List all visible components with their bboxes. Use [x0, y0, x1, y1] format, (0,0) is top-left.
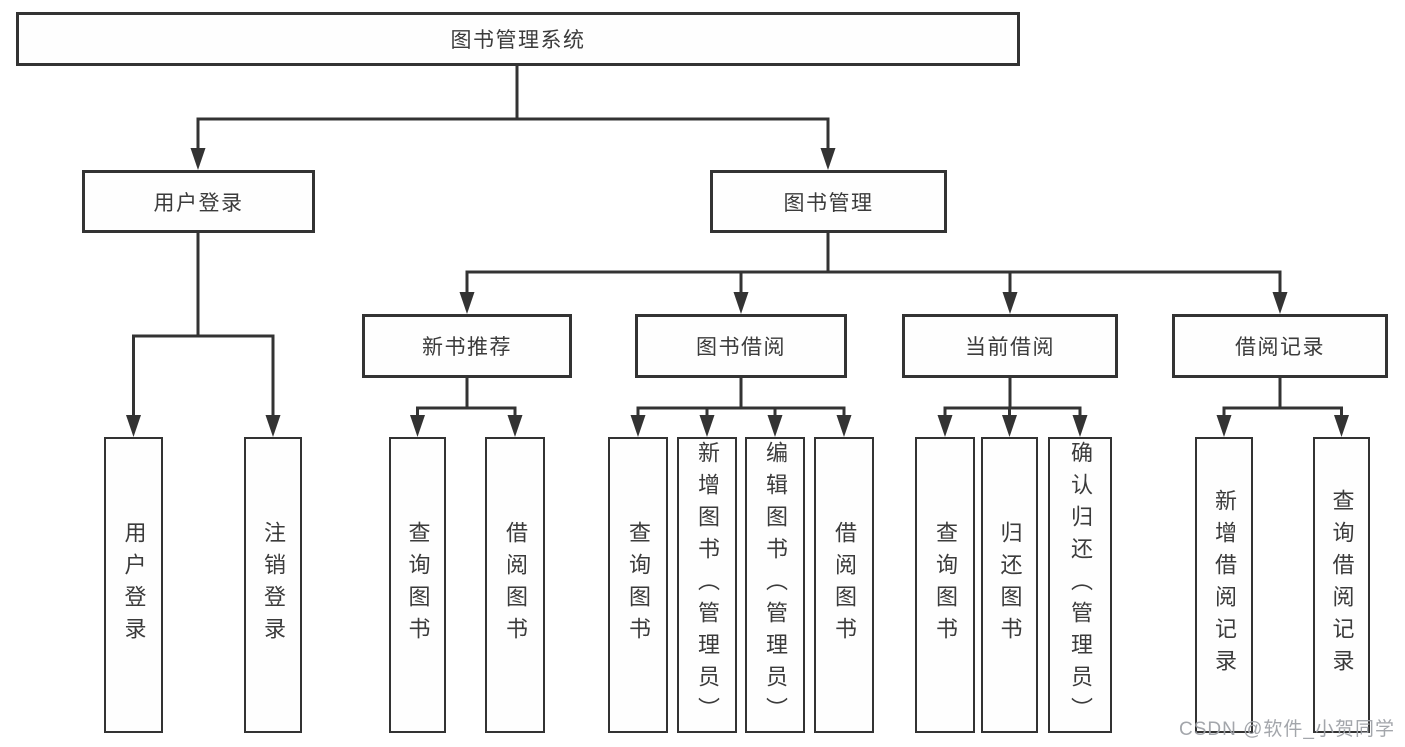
node-leaf-cb-query: 查询图书 — [915, 437, 975, 733]
csdn-watermark: CSDN @软件_小贺同学 — [1179, 719, 1395, 740]
connector-book-mgmt-children — [459, 233, 1288, 314]
connector-root-to-level2 — [190, 66, 836, 170]
node-leaf-user-login-label: 用户登录 — [121, 521, 147, 649]
node-book-borrow-label: 图书借阅 — [696, 336, 786, 359]
node-leaf-br-add: 新增借阅记录 — [1195, 437, 1253, 733]
node-leaf-bb-borrow-label: 借阅图书 — [832, 521, 857, 649]
node-root: 图书管理系统 — [16, 12, 1020, 66]
node-leaf-bb-query: 查询图书 — [608, 437, 668, 733]
node-leaf-cb-return: 归还图书 — [981, 437, 1038, 733]
node-current-borrow: 当前借阅 — [902, 314, 1118, 378]
node-borrow-records: 借阅记录 — [1172, 314, 1388, 378]
node-leaf-cb-confirm: 确认归还（管理员） — [1048, 437, 1112, 733]
connector-book-borrow-children — [630, 378, 852, 437]
node-new-book-rec: 新书推荐 — [362, 314, 572, 378]
node-leaf-bb-query-label: 查询图书 — [626, 521, 651, 649]
node-leaf-bb-edit: 编辑图书（管理员） — [745, 437, 805, 733]
node-book-mgmt-label: 图书管理 — [783, 191, 874, 215]
node-current-borrow-label: 当前借阅 — [965, 336, 1055, 359]
node-user-login-label: 用户登录 — [153, 191, 244, 215]
connector-user-login-children — [126, 233, 281, 437]
connector-borrow-records-children — [1216, 378, 1349, 437]
node-leaf-br-add-label: 新增借阅记录 — [1212, 489, 1237, 681]
node-leaf-rec-borrow-label: 借阅图书 — [503, 521, 528, 649]
node-leaf-bb-edit-label: 编辑图书（管理员） — [763, 441, 788, 729]
node-root-label: 图书管理系统 — [450, 29, 586, 52]
node-leaf-br-query: 查询借阅记录 — [1313, 437, 1370, 733]
node-book-mgmt: 图书管理 — [710, 170, 947, 233]
node-leaf-br-query-label: 查询借阅记录 — [1329, 489, 1355, 681]
node-leaf-logout-label: 注销登录 — [261, 521, 286, 649]
node-leaf-rec-query: 查询图书 — [389, 437, 446, 733]
node-leaf-user-login: 用户登录 — [104, 437, 163, 733]
node-new-book-rec-label: 新书推荐 — [422, 336, 512, 359]
connector-current-borrow-children — [937, 378, 1088, 437]
node-leaf-cb-return-label: 归还图书 — [997, 521, 1023, 649]
node-leaf-bb-borrow: 借阅图书 — [814, 437, 874, 733]
node-leaf-cb-query-label: 查询图书 — [933, 521, 958, 649]
node-leaf-cb-confirm-label: 确认归还（管理员） — [1068, 441, 1093, 729]
node-book-borrow: 图书借阅 — [635, 314, 847, 378]
node-leaf-bb-add: 新增图书（管理员） — [677, 437, 737, 733]
node-borrow-records-label: 借阅记录 — [1235, 336, 1325, 359]
node-leaf-rec-query-label: 查询图书 — [405, 521, 431, 649]
node-leaf-logout: 注销登录 — [244, 437, 302, 733]
connector-new-book-rec-children — [410, 378, 523, 437]
node-user-login: 用户登录 — [82, 170, 315, 233]
node-leaf-bb-add-label: 新增图书（管理员） — [695, 441, 720, 729]
node-leaf-rec-borrow: 借阅图书 — [485, 437, 545, 733]
